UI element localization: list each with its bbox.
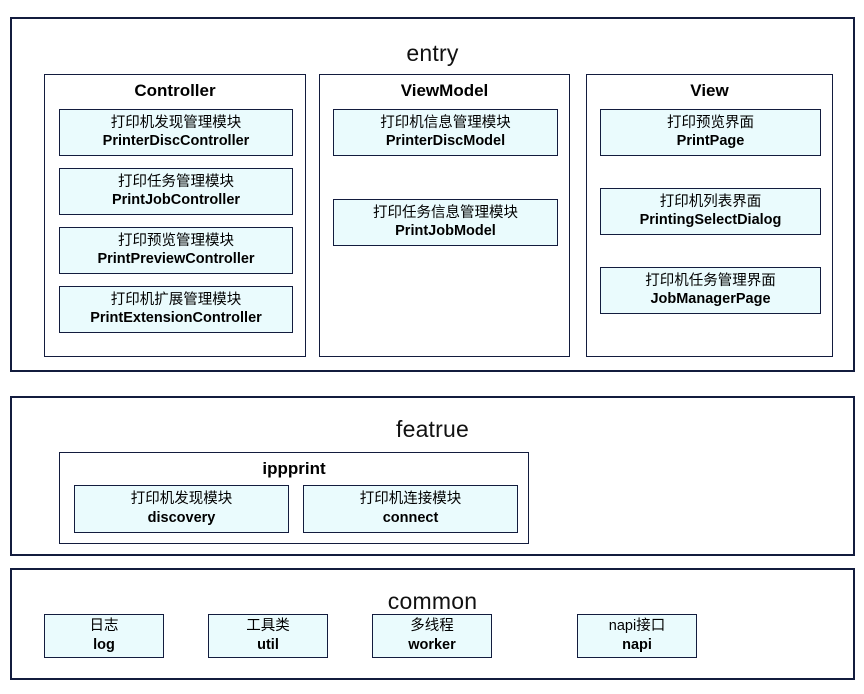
section-featrue: featrue ippprint 打印机发现模块 discovery 打印机连接… — [10, 396, 855, 556]
module-box-util: 工具类 util — [208, 614, 328, 658]
section-title-entry: entry — [406, 40, 459, 66]
module-label-en: connect — [382, 509, 439, 526]
module-label-en: PrintingSelectDialog — [639, 212, 782, 228]
module-label-cn: 打印任务信息管理模块 — [373, 204, 518, 221]
section-entry: entry Controller 打印机发现管理模块 PrinterDiscCo… — [10, 17, 855, 372]
module-box-connect: 打印机连接模块 connect — [303, 485, 518, 533]
module-label-en: PrinterDiscModel — [385, 133, 506, 149]
module-box-printer-disc-model: 打印机信息管理模块 PrinterDiscModel — [333, 109, 558, 156]
module-label-cn: 工具类 — [246, 618, 290, 635]
module-label-en: worker — [408, 636, 456, 653]
module-label-en: log — [93, 636, 115, 653]
module-label-cn: 打印机列表界面 — [659, 193, 762, 210]
panel-ippprint: ippprint 打印机发现模块 discovery 打印机连接模块 conne… — [59, 452, 529, 544]
section-common: common 日志 log 工具类 util 多线程 worker napi接口… — [10, 568, 855, 680]
module-label-cn: 打印机任务管理界面 — [645, 272, 776, 289]
panel-view: View 打印预览界面 PrintPage 打印机列表界面 PrintingSe… — [586, 74, 833, 357]
module-label-en: JobManagerPage — [650, 291, 771, 307]
module-box-worker: 多线程 worker — [372, 614, 492, 658]
module-box-napi: napi接口 napi — [577, 614, 697, 658]
module-box-print-extension-controller: 打印机扩展管理模块 PrintExtensionController — [59, 286, 293, 333]
module-label-en: napi — [622, 636, 652, 653]
module-box-printer-disc-controller: 打印机发现管理模块 PrinterDiscController — [59, 109, 293, 156]
module-label-cn: 打印任务管理模块 — [118, 173, 234, 190]
module-box-print-preview-controller: 打印预览管理模块 PrintPreviewController — [59, 227, 293, 274]
module-label-cn: 打印预览界面 — [667, 114, 754, 131]
module-box-job-manager-page: 打印机任务管理界面 JobManagerPage — [600, 267, 821, 314]
module-box-print-page: 打印预览界面 PrintPage — [600, 109, 821, 156]
module-label-cn: 打印机发现管理模块 — [110, 114, 242, 131]
panel-controller: Controller 打印机发现管理模块 PrinterDiscControll… — [44, 74, 306, 357]
module-box-print-job-controller: 打印任务管理模块 PrintJobController — [59, 168, 293, 215]
panel-title-controller: Controller — [134, 81, 216, 100]
section-title-common: common — [387, 588, 478, 614]
panel-viewmodel: ViewModel 打印机信息管理模块 PrinterDiscModel 打印任… — [319, 74, 570, 357]
panel-title-view: View — [690, 81, 729, 100]
module-label-cn: 打印机扩展管理模块 — [110, 291, 242, 308]
section-title-featrue: featrue — [395, 416, 469, 442]
module-label-en: PrintPreviewController — [97, 251, 255, 267]
module-label-cn: 多线程 — [410, 618, 454, 635]
module-label-cn: 打印机连接模块 — [359, 491, 462, 508]
module-label-en: PrintExtensionController — [90, 310, 262, 326]
module-label-en: PrintJobModel — [395, 223, 496, 239]
module-box-discovery: 打印机发现模块 discovery — [74, 485, 289, 533]
module-box-printing-select-dialog: 打印机列表界面 PrintingSelectDialog — [600, 188, 821, 235]
module-label-cn: 打印机发现模块 — [130, 491, 233, 508]
module-label-en: PrintJobController — [111, 192, 241, 208]
panel-title-viewmodel: ViewModel — [400, 81, 489, 100]
module-label-en: PrinterDiscController — [102, 133, 250, 149]
module-label-cn: 打印机信息管理模块 — [380, 114, 511, 131]
module-label-cn: napi接口 — [608, 618, 666, 635]
module-label-cn: 打印预览管理模块 — [118, 232, 234, 249]
module-box-print-job-model: 打印任务信息管理模块 PrintJobModel — [333, 199, 558, 246]
module-label-cn: 日志 — [89, 618, 119, 635]
module-box-log: 日志 log — [44, 614, 164, 658]
module-label-en: util — [257, 636, 279, 653]
module-label-en: PrintPage — [676, 133, 745, 149]
module-label-en: discovery — [147, 509, 216, 526]
panel-title-ippprint: ippprint — [262, 459, 326, 478]
